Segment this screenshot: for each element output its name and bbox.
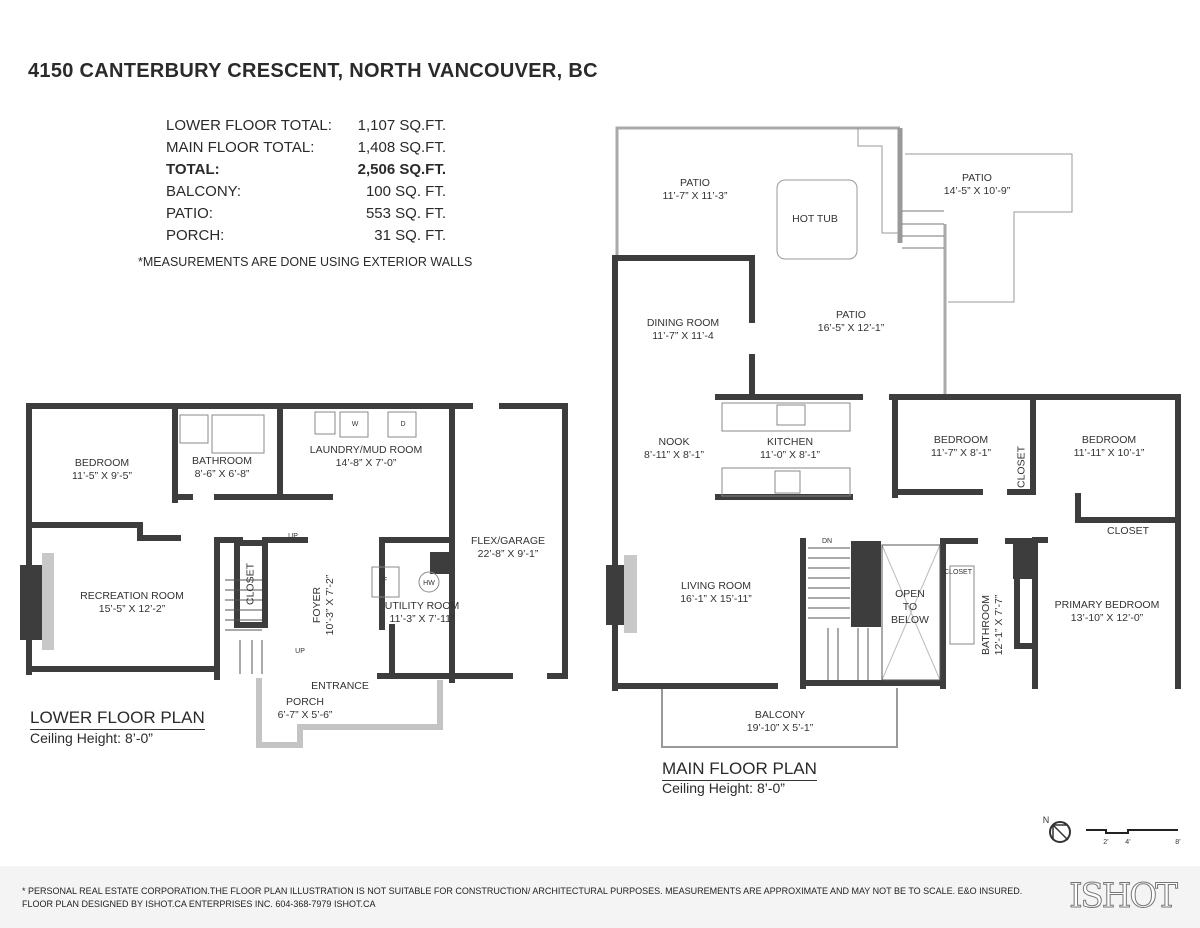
balcony-outline: [661, 688, 898, 748]
total-value: 100 SQ. FT.: [365, 183, 446, 200]
total-value: 2,506 SQ.FT.: [357, 161, 446, 178]
total-label: MAIN FLOOR TOTAL:: [166, 139, 315, 156]
stair-down-label: DN: [821, 538, 833, 545]
room-label-closet: CLOSET: [1106, 525, 1150, 537]
total-label: TOTAL:: [166, 161, 220, 178]
total-value: 553 SQ. FT.: [365, 205, 446, 222]
total-label: PATIO:: [166, 205, 213, 222]
scale-tick: 2’: [1103, 839, 1109, 846]
total-label: BALCONY:: [166, 183, 242, 200]
chimney-block: [1013, 541, 1033, 579]
lower-ceiling-height: Ceiling Height: 8’-0”: [30, 730, 153, 746]
total-row: PORCH: 31 SQ. FT.: [166, 227, 446, 244]
compass-icon: [1049, 821, 1071, 843]
main-plan-title: MAIN FLOOR PLAN: [662, 759, 817, 781]
room-label-entrance: ENTRANCE: [311, 680, 369, 692]
washer-label: W: [351, 421, 359, 428]
stair-up-label: UP: [295, 648, 305, 655]
patio-outline: [905, 153, 1073, 303]
utility-block: [430, 552, 450, 574]
total-row: BALCONY: 100 SQ. FT.: [166, 183, 446, 200]
footer: * PERSONAL REAL ESTATE CORPORATION.THE F…: [0, 866, 1200, 928]
scale-bar: [1086, 829, 1178, 834]
measurement-note: *MEASUREMENTS ARE DONE USING EXTERIOR WA…: [138, 255, 473, 269]
hot-tub-shape: [776, 179, 858, 260]
fireplace-lower: [20, 553, 54, 650]
page-title: 4150 CANTERBURY CRESCENT, NORTH VANCOUVE…: [28, 60, 598, 82]
total-row: MAIN FLOOR TOTAL: 1,408 SQ.FT.: [166, 139, 446, 156]
main-ceiling-height: Ceiling Height: 8’-0”: [662, 780, 785, 796]
ishot-logo: ISHOT: [1069, 876, 1179, 917]
total-value: 31 SQ. FT.: [374, 227, 446, 244]
total-row: TOTAL: 2,506 SQ.FT.: [166, 161, 446, 178]
stair-up-label: UP: [288, 533, 298, 540]
exterior-outlines: [256, 126, 1073, 748]
total-value: 1,408 SQ.FT.: [357, 139, 446, 156]
patio-outline: [615, 126, 900, 258]
hot-water-label: HW: [423, 580, 435, 587]
compass-north-label: N: [1042, 815, 1050, 825]
scale-tick: 4’: [1125, 839, 1131, 846]
total-label: LOWER FLOOR TOTAL:: [166, 117, 332, 134]
patio-stairs: [902, 210, 944, 249]
fixtures: [179, 402, 975, 645]
lower-plan-title: LOWER FLOOR PLAN: [30, 708, 205, 730]
room-label-closet: CLOSET: [1015, 445, 1028, 489]
porch-outline: [256, 678, 443, 748]
walls: [26, 255, 1181, 691]
total-value: 1,107 SQ.FT.: [357, 117, 446, 134]
designer-credit: FLOOR PLAN DESIGNED BY ISHOT.CA ENTERPRI…: [22, 899, 376, 909]
stair-core: [851, 541, 881, 627]
hot-tub-label: HOT TUB: [792, 213, 838, 225]
room-label-closet: CLOSET: [943, 569, 973, 576]
dryer-label: D: [400, 421, 406, 428]
stairs: [225, 544, 941, 681]
fireplace-main: [606, 555, 637, 633]
disclaimer: * PERSONAL REAL ESTATE CORPORATION.THE F…: [22, 886, 1023, 896]
furnace-label: F: [382, 577, 388, 584]
room-label-closet: CLOSET: [244, 562, 257, 606]
total-row: LOWER FLOOR TOTAL: 1,107 SQ.FT.: [166, 117, 446, 134]
scale-tick: 8’: [1175, 839, 1181, 846]
total-row: PATIO: 553 SQ. FT.: [166, 205, 446, 222]
total-label: PORCH:: [166, 227, 225, 244]
